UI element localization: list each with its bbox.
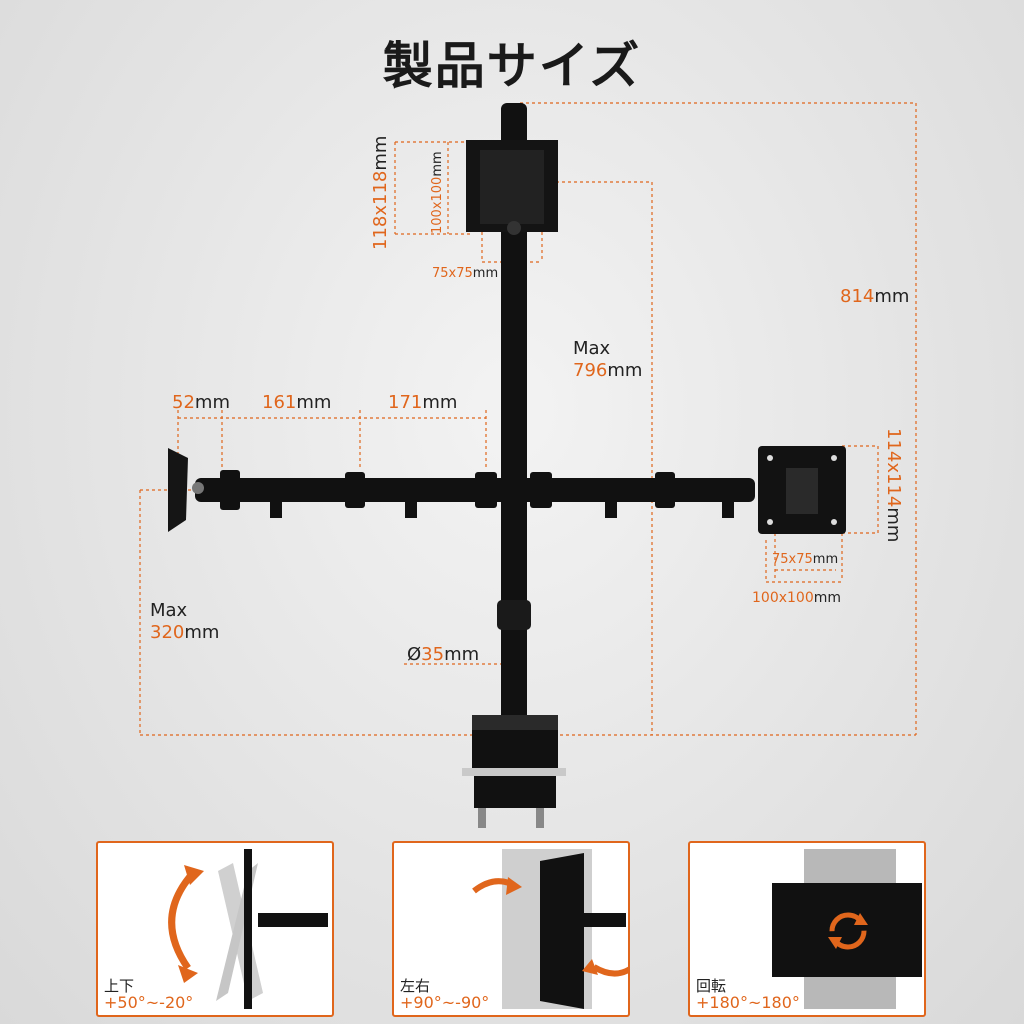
arm-segment-2-dim: 161mm (262, 392, 332, 413)
tilt-panel: 上下 +50°~-20° (96, 841, 334, 1017)
arm-segment-3-dim: 171mm (388, 392, 458, 413)
top-plate-outer-dim: 118x118mm (370, 135, 391, 250)
total-height-dim: 814mm (840, 286, 910, 307)
right-plate-outer-dim: 114x114mm (883, 428, 904, 543)
swivel-label: 左右 (400, 977, 431, 995)
swivel-range: +90°~-90° (400, 993, 490, 1012)
rotate-icon (772, 849, 922, 1009)
rotate-range: +180°~180° (696, 993, 800, 1012)
arm-segment-1-dim: 52mm (172, 392, 230, 413)
top-plate-inner-dim: 100x100mm (430, 151, 445, 234)
right-plate-inner-dim: 100x100mm (752, 590, 842, 606)
page-title: 製品サイズ (382, 37, 642, 95)
swivel-panel: 左右 +90°~-90° (392, 841, 630, 1017)
rotate-label: 回転 (696, 977, 727, 995)
rotate-panel: 回転 +180°~180° (688, 841, 926, 1017)
tilt-range: +50°~-20° (104, 993, 194, 1012)
tilt-label: 上下 (104, 977, 135, 995)
tilt-icon (168, 849, 328, 1009)
right-plate-small-dim: 75x75mm (772, 552, 839, 567)
monitor-arm-diagram (139, 102, 917, 828)
top-plate-small-dim: 75x75mm (432, 266, 499, 281)
swivel-icon (472, 849, 628, 1009)
pole-diameter-dim: Ø35mm (407, 644, 480, 665)
